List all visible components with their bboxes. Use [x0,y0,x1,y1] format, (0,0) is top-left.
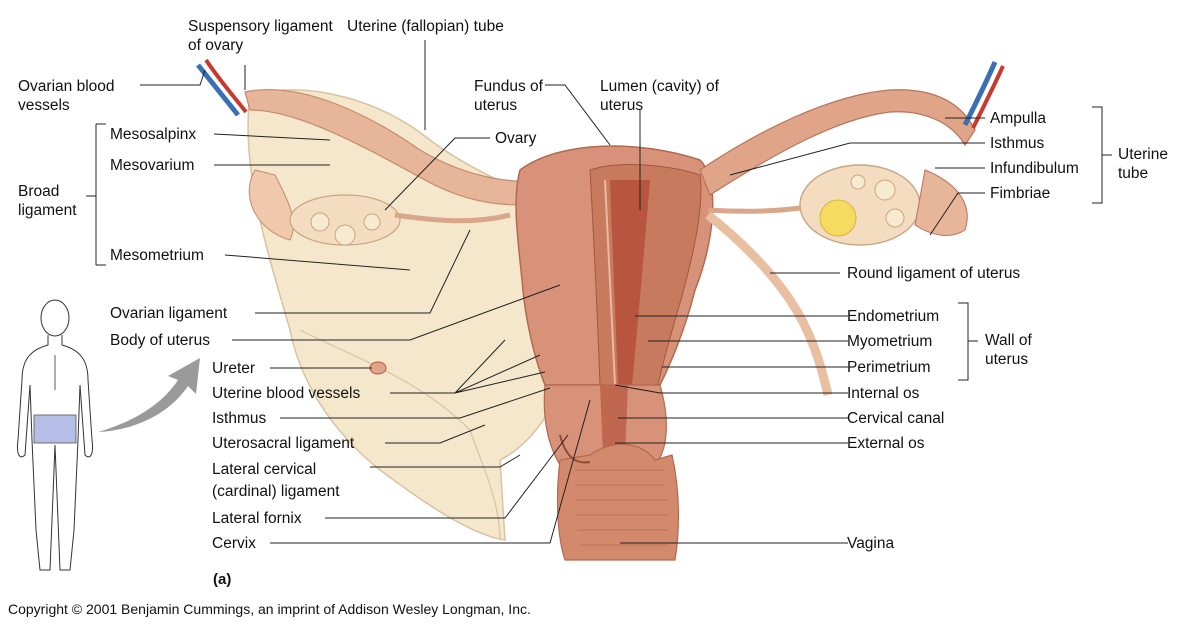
label-broad-ligament: Broad ligament [18,183,77,219]
broad-ligament-fold [299,329,501,541]
label-cervix: Cervix [212,535,256,552]
label-ampulla: Ampulla [990,110,1046,127]
figure-part-label: (a) [213,571,232,588]
copyright-notice: Copyright © 2001 Benjamin Cummings, an i… [8,601,531,617]
pelvic-region-highlight [33,414,77,444]
label-ureter: Ureter [212,360,256,377]
lateral-fornix-shape [559,434,591,464]
ureter-shape [369,361,387,375]
label-uterine-blood-vessels: Uterine blood vessels [212,385,361,402]
label-myometrium: Myometrium [847,333,933,350]
label-ovary: Ovary [495,130,537,147]
label-internal-os: Internal os [847,385,920,402]
round-ligament-shape [705,211,833,397]
label-lumen: Lumen (cavity) of uterus [600,78,719,114]
label-suspensory-ligament: Suspensory ligament of ovary [188,18,333,54]
label-fimbriae: Fimbriae [990,185,1051,202]
vagina-shape [556,443,680,561]
label-round-ligament: Round ligament of uterus [847,265,1021,282]
label-isthmus-uterus: Isthmus [212,410,267,427]
left-ovarian-artery [204,58,248,114]
left-ovarian-vein [196,63,240,117]
label-cervical-canal: Cervical canal [847,410,945,427]
label-ovarian-blood-vessels: Ovarian blood vessels [18,78,115,114]
pointer-arrow [98,358,200,432]
follicle-shape [819,199,857,237]
uterine-lumen [610,180,650,385]
right-ovarian-vein [962,61,998,127]
label-uterine-tube-group: Uterine tube [1118,146,1168,182]
label-fundus: Fundus of uterus [474,78,543,114]
label-isthmus-tube: Isthmus [990,135,1045,152]
label-mesosalpinx: Mesosalpinx [110,126,197,143]
right-ovarian-artery [971,65,1005,129]
right-uterine-tube-shape [699,89,976,196]
label-external-os: External os [847,435,925,452]
label-uterosacral-ligament: Uterosacral ligament [212,435,355,452]
label-uterine-fallopian-tube: Uterine (fallopian) tube [347,18,504,35]
label-body-of-uterus: Body of uterus [110,332,210,349]
label-lateral-cervical-ligament: Lateral cervical (cardinal) ligament [212,461,340,500]
body-figure [17,299,93,571]
left-fimbriae-shape [248,169,294,241]
label-endometrium: Endometrium [847,308,940,325]
label-perimetrium: Perimetrium [847,359,931,376]
right-fimbriae-shape [914,169,968,236]
label-ovarian-ligament: Ovarian ligament [110,305,228,322]
label-wall-of-uterus: Wall of uterus [985,332,1032,368]
cervical-canal-shape [600,385,628,455]
label-mesometrium: Mesometrium [110,247,204,264]
label-mesovarium: Mesovarium [110,157,195,174]
label-infundibulum: Infundibulum [990,160,1079,177]
label-lateral-fornix: Lateral fornix [212,510,302,527]
label-vagina: Vagina [847,535,895,552]
